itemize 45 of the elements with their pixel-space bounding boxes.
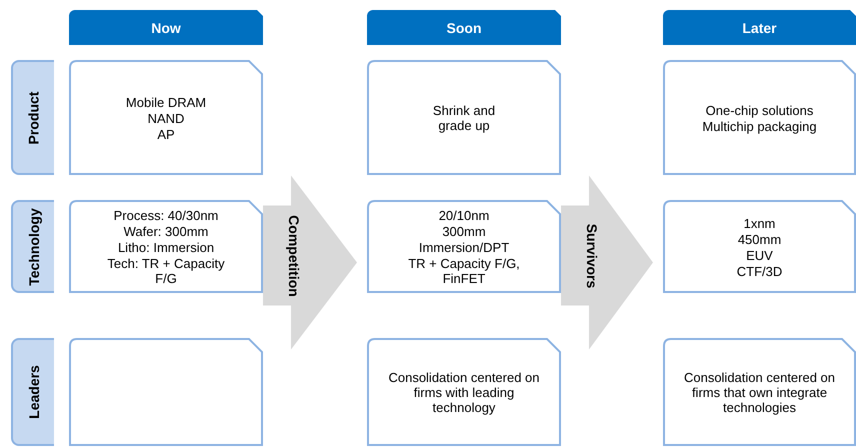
table-cell: [663, 200, 856, 293]
row-header: [11, 338, 54, 446]
header-label: Technology: [26, 208, 42, 286]
table-cell: [663, 338, 856, 446]
column-header: [663, 10, 856, 45]
cell-text: Mobile DRAM: [126, 94, 206, 110]
cell-text: Consolidation centered on firms that own integrate technologies: [682, 370, 836, 415]
cell-text: Multichip packaging: [702, 118, 817, 134]
header-label: Later: [742, 20, 777, 36]
edge-label: Survivors: [584, 223, 600, 288]
table-cell: [367, 338, 561, 446]
block-arrow: [263, 176, 357, 350]
cell-text: AP: [157, 126, 175, 142]
row-header: [11, 60, 54, 175]
column-header: [69, 10, 263, 45]
table-cell: [69, 200, 263, 293]
column-header: [367, 10, 561, 45]
cell-text: 300mm: [442, 224, 486, 239]
table-cell: [69, 338, 263, 446]
cell-text: 20/10nm: [438, 208, 490, 223]
cell-text: Litho: Immersion: [118, 240, 214, 255]
cell-text: One-chip solutions: [706, 102, 814, 118]
header-label: Soon: [446, 20, 482, 36]
edge-label: Competition: [286, 214, 302, 296]
row-header: [11, 200, 54, 293]
cell-text: EUV: [746, 248, 773, 262]
block-arrow: [561, 176, 653, 350]
cell-text: Consolidation centered on firms with leading technology: [387, 370, 541, 415]
header-label: Leaders: [26, 365, 42, 419]
cell-text: Wafer: 300mm: [124, 224, 208, 239]
cell-text: Shrink and grade up: [432, 103, 496, 133]
header-label: Now: [151, 20, 181, 36]
cell-text: TR + Capacity F/G, FinFET: [407, 256, 521, 286]
cell-text: Process: 40/30nm: [114, 208, 218, 223]
table-cell: [367, 200, 561, 293]
table-cell: [367, 60, 561, 175]
cell-text: Immersion/DPT: [418, 240, 510, 255]
cell-text: 450mm: [738, 232, 782, 246]
cell-text: 1xnm: [744, 216, 776, 230]
cell-text: Tech: TR + Capacity F/G: [106, 256, 226, 286]
cell-text: CTF/3D: [736, 264, 782, 278]
table-cell: [663, 60, 856, 175]
header-label: Product: [26, 91, 42, 144]
table-cell: [69, 60, 263, 175]
cell-text: NAND: [148, 110, 184, 126]
